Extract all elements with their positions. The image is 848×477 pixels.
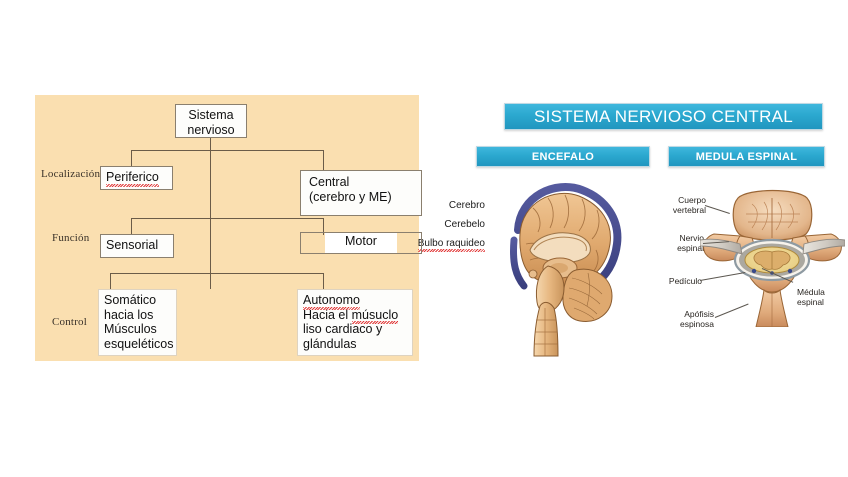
trunk-line xyxy=(210,137,211,289)
branch-bar-funcion xyxy=(131,218,323,219)
vertebra-label-nervio-espinal: Nervio espinal xyxy=(660,233,704,253)
node-somatico[interactable]: Somático hacia los Músculos esqueléticos xyxy=(98,289,177,356)
node-autonomo-line3: liso cardiaco y xyxy=(303,322,383,336)
branch-drop-motor xyxy=(323,218,324,235)
row-label-funcion: Función xyxy=(52,232,90,244)
node-sistema-nervioso-line2: nervioso xyxy=(187,122,235,137)
banner-medula-espinal: MEDULA ESPINAL xyxy=(668,146,825,167)
node-central[interactable]: Central (cerebro y ME) xyxy=(300,170,422,216)
vertebra-label-nervio-espinal-line2: espinal xyxy=(677,242,704,253)
vertebra-label-cuerpo-vertebral: Cuerpo vertebral xyxy=(662,195,706,215)
nervous-system-diagram-panel: Localización Función Control Sistema ner… xyxy=(35,95,422,361)
node-autonomo-line2b: músuclo xyxy=(351,307,399,324)
banner-encefalo: ENCEFALO xyxy=(476,146,650,167)
branch-drop-somatico xyxy=(110,273,111,289)
vertebra-label-cuerpo-vertebral-line2: vertebral xyxy=(672,204,706,215)
node-periferico[interactable]: Periferico xyxy=(100,166,173,190)
vertebra-label-apofisis-espinosa-line1: Apófisis xyxy=(684,309,714,319)
node-autonomo[interactable]: Autonomo Hacia el músuclo liso cardiaco … xyxy=(297,289,413,356)
branch-drop-central xyxy=(323,150,324,171)
node-sistema-nervioso[interactable]: Sistema nervioso xyxy=(175,104,247,138)
node-autonomo-line2a: Hacia el xyxy=(303,307,352,322)
vertebra-cross-section-illustration xyxy=(700,189,845,327)
vertebra-label-nervio-espinal-line1: Nervio xyxy=(679,233,704,243)
branch-drop-autonomo xyxy=(323,273,324,289)
branch-drop-sensorial xyxy=(131,218,132,236)
vertebra-label-medula-espinal: Médula espinal xyxy=(797,287,843,307)
branch-bar-control xyxy=(110,273,323,274)
node-sensorial-label: Sensorial xyxy=(106,238,159,252)
node-central-line2: (cerebro y ME) xyxy=(309,189,392,204)
banner-main-label: SISTEMA NERVIOSO CENTRAL xyxy=(533,106,794,126)
vertebra-label-apofisis-espinosa-line2: espinosa xyxy=(679,318,714,329)
node-central-line1: Central xyxy=(309,175,350,189)
vertebra-label-apofisis-espinosa: Apófisis espinosa xyxy=(660,309,714,329)
node-motor[interactable] xyxy=(300,232,422,254)
brain-label-cerebelo: Cerebelo xyxy=(444,219,485,230)
node-autonomo-line4: glándulas xyxy=(303,336,357,351)
node-somatico-line1: Somático xyxy=(104,293,157,307)
row-label-control: Control xyxy=(52,316,88,328)
banner-encefalo-label: ENCEFALO xyxy=(531,150,595,163)
node-autonomo-line1: Autonomo xyxy=(303,293,360,309)
brain-midsagittal-illustration xyxy=(510,183,622,357)
brain-label-bulbo-raquideo: Bulbo raquideo xyxy=(417,238,486,252)
row-label-localizacion: Localización xyxy=(41,168,101,180)
node-somatico-line2: hacia los xyxy=(104,307,154,322)
banner-medula-label: MEDULA ESPINAL xyxy=(695,150,798,163)
node-motor-label: Motor xyxy=(325,233,397,253)
banner-sistema-nervioso-central: SISTEMA NERVIOSO CENTRAL xyxy=(504,103,823,130)
branch-drop-periferico xyxy=(131,150,132,168)
branch-bar-localizacion xyxy=(131,150,323,151)
vertebra-label-medula-espinal-line2: espinal xyxy=(797,296,824,307)
brain-label-cerebro: Cerebro xyxy=(448,200,485,211)
node-somatico-line3: Músculos xyxy=(104,322,157,336)
node-sistema-nervioso-line1: Sistema xyxy=(188,108,234,122)
vertebra-label-pediculo: Pedículo xyxy=(668,276,702,286)
vertebra-label-cuerpo-vertebral-line1: Cuerpo xyxy=(678,195,706,205)
node-periferico-label: Periferico xyxy=(106,170,159,186)
node-sensorial[interactable]: Sensorial xyxy=(100,234,174,258)
node-somatico-line4: esqueléticos xyxy=(104,336,174,351)
vertebra-label-medula-espinal-line1: Médula xyxy=(797,287,825,297)
